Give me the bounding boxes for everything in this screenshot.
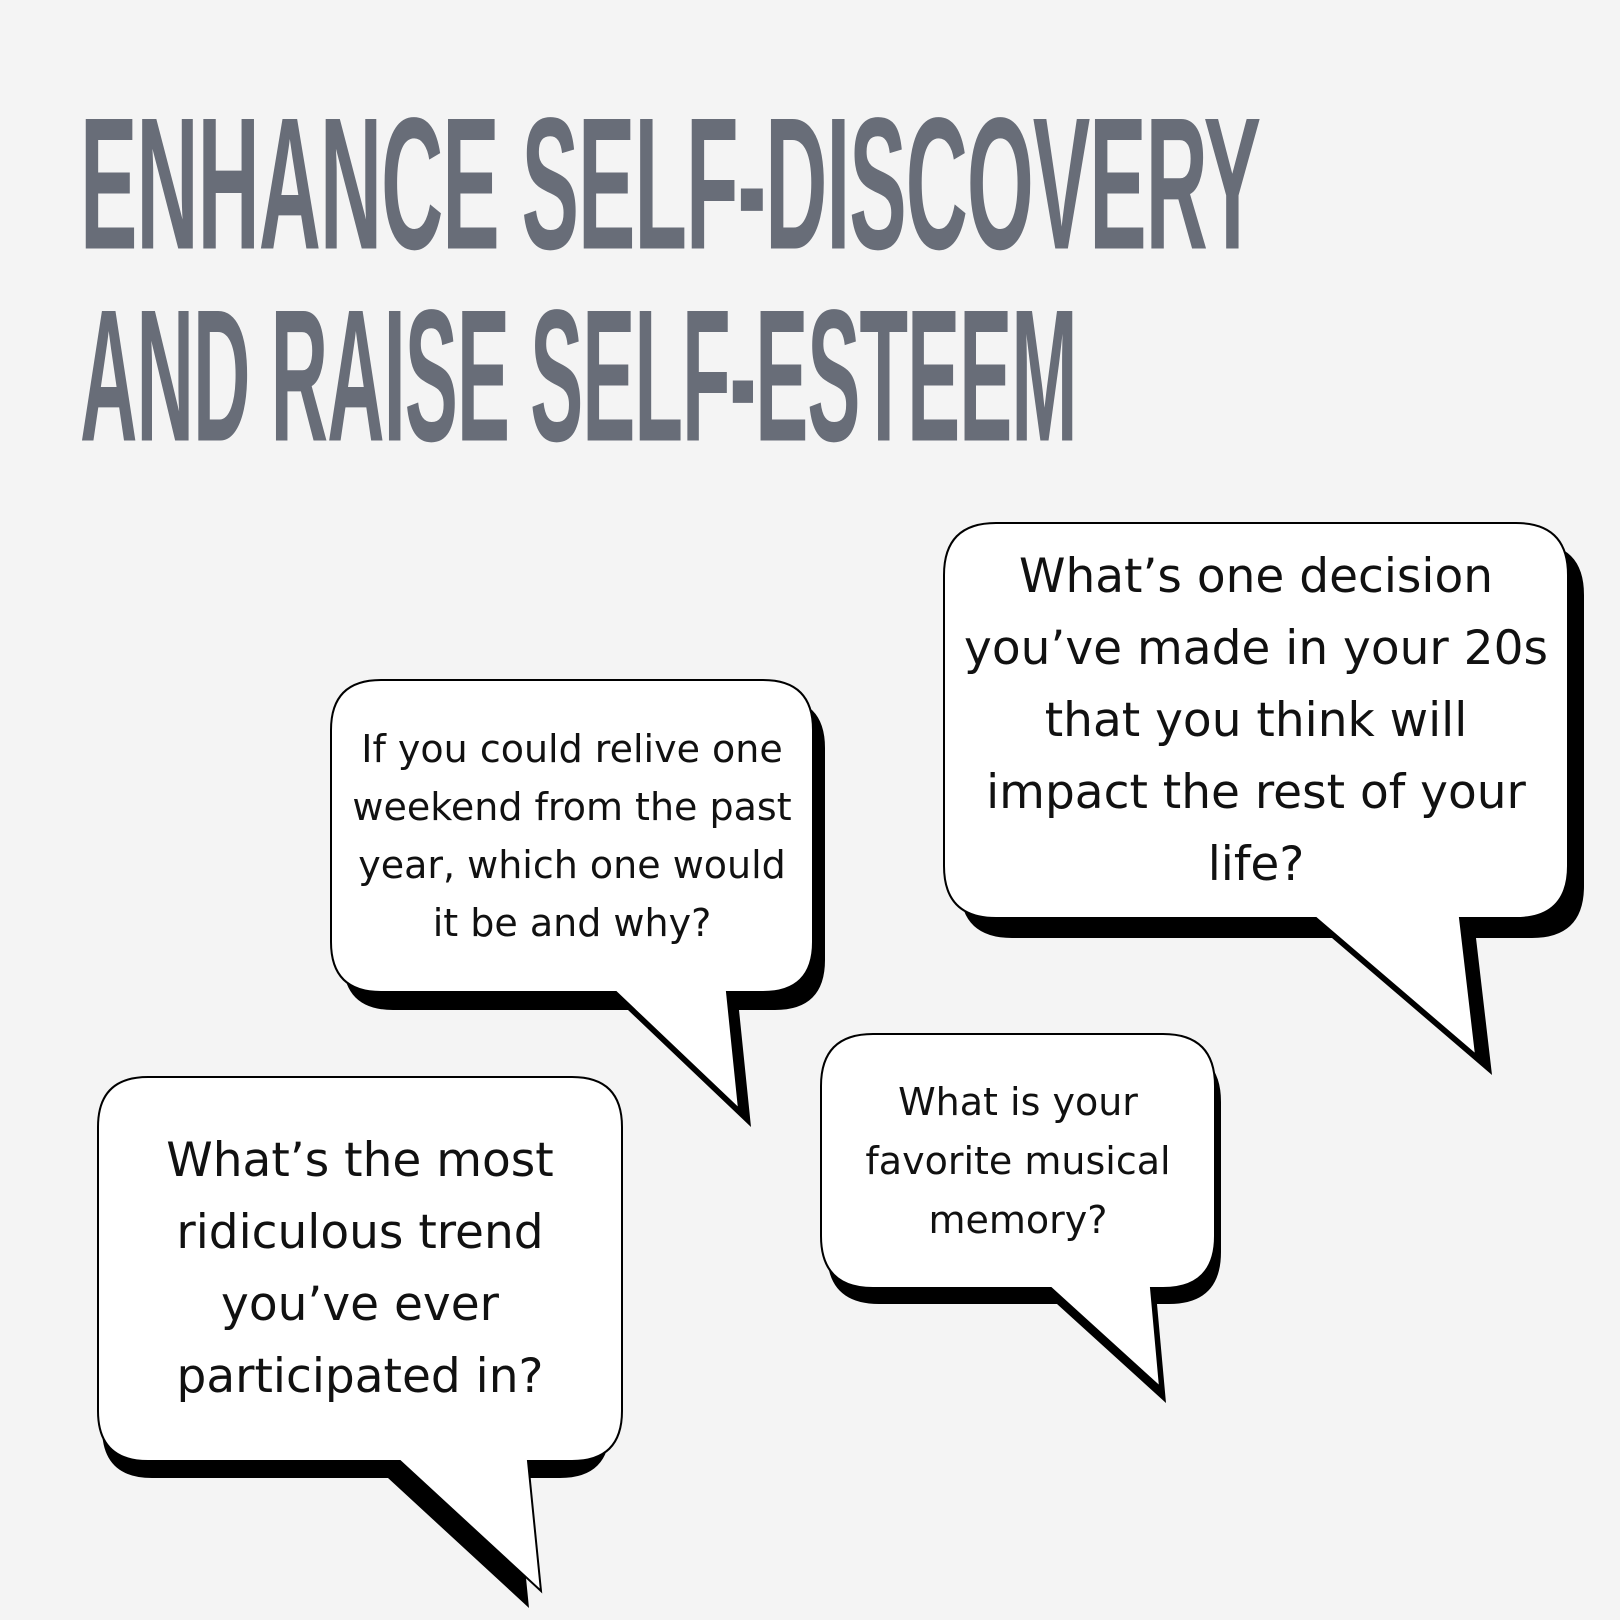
speech-bubble-trend: What’s the most ridiculous trend you’ve … (97, 1076, 638, 1608)
speech-bubble-decision-text: What’s one decision you’ve made in your … (964, 548, 1548, 892)
speech-bubble-musical-text: What is your favorite musical memory? (865, 1079, 1171, 1242)
speech-bubble-musical: What is your favorite musical memory? (820, 1033, 1236, 1409)
speech-bubble-weekend-shape (330, 679, 825, 1127)
speech-bubble-decision: What’s one decision you’ve made in your … (943, 522, 1594, 1098)
speech-bubble-musical-shape (820, 1033, 1221, 1403)
speech-bubble-trend-text: What’s the most ridiculous trend you’ve … (166, 1133, 554, 1404)
headline: ENHANCE SELF-DISCOVERY AND RAISE SELF-ES… (80, 76, 1620, 481)
speech-bubble-weekend-text: If you could relive one weekend from the… (352, 727, 792, 945)
speech-bubble-trend-shape (97, 1076, 623, 1608)
speech-bubble-decision-shape (943, 522, 1584, 1075)
speech-bubble-weekend: If you could relive one weekend from the… (330, 679, 841, 1135)
headline-line-2: AND RAISE SELF-ESTEEM (80, 270, 1078, 481)
headline-line-1: ENHANCE SELF-DISCOVERY (80, 78, 1261, 289)
